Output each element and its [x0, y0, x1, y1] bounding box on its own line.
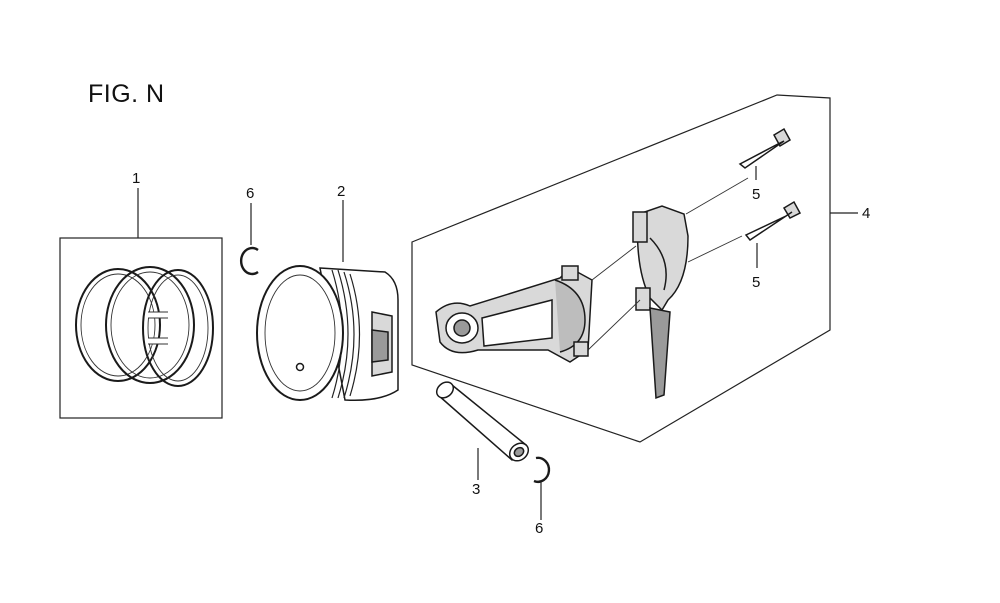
callout-connecting-rod-assembly: 4 [862, 205, 871, 222]
figure-title: FIG. N [88, 80, 165, 108]
callout-rod-bolt-upper: 5 [752, 186, 761, 203]
connecting-rod-assembly [411, 94, 858, 443]
piston [256, 200, 399, 402]
rod-bolt-upper [738, 127, 792, 180]
piston-ring-set [59, 188, 223, 419]
callout-piston-ring-set: 1 [132, 170, 141, 187]
callout-piston: 2 [337, 183, 346, 200]
rod-bolt-lower [744, 200, 802, 268]
piston-pin [435, 381, 530, 480]
callout-pin-clip-lower: 6 [535, 520, 544, 537]
pin-clip-upper [240, 203, 259, 276]
callout-rod-bolt-lower: 5 [752, 274, 761, 291]
callout-piston-pin: 3 [472, 481, 481, 498]
pin-clip-lower [533, 456, 551, 520]
callout-pin-clip-upper: 6 [246, 185, 255, 202]
